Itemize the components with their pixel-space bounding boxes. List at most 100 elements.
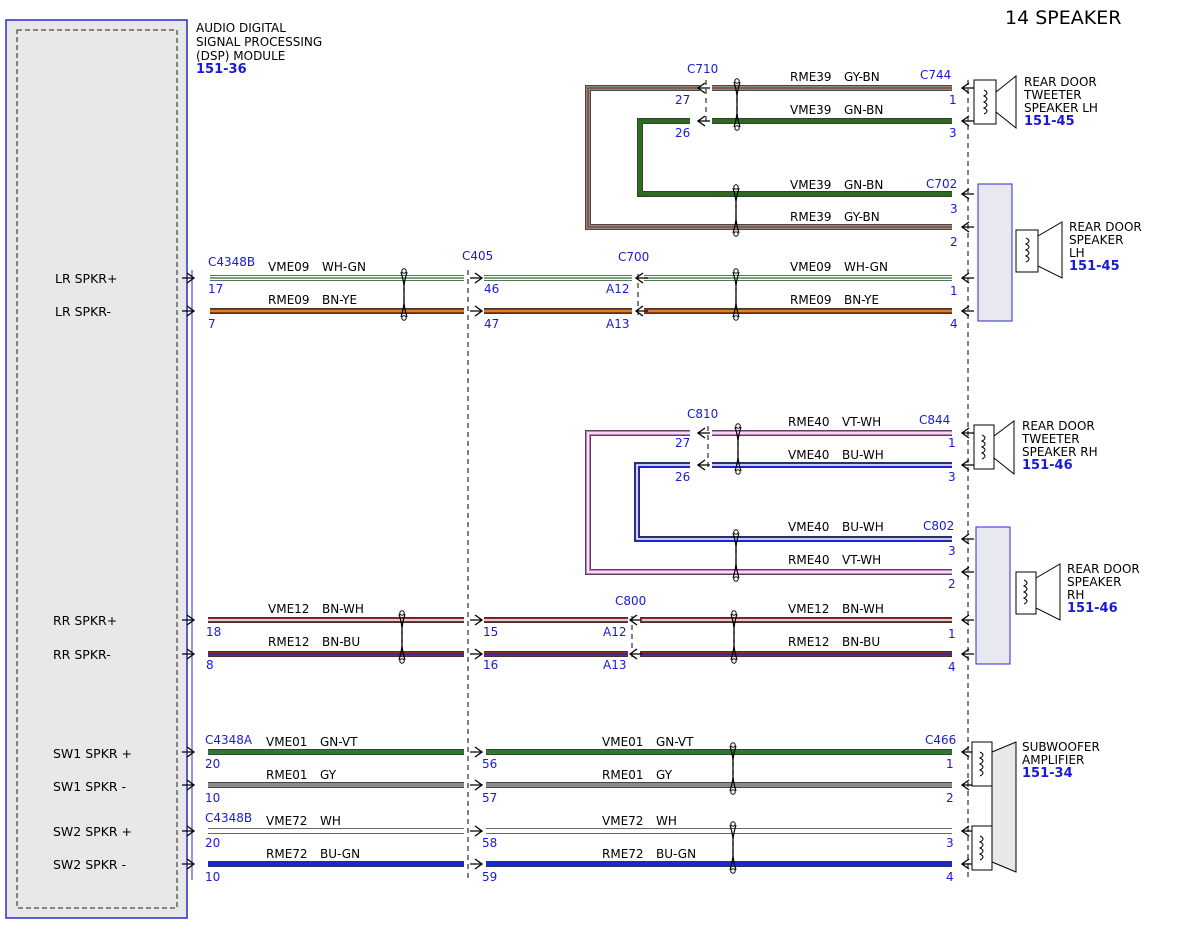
- twisted-pair-end: [733, 576, 739, 582]
- twisted-pair-symbol: [400, 271, 408, 318]
- signal-sw2-spkr-plus: SW2 SPKR +: [53, 824, 132, 839]
- wire-color: WH: [656, 814, 677, 828]
- pin-label: 7: [208, 317, 216, 331]
- connector-arrow: [470, 305, 484, 317]
- connector-c844: C844: [919, 413, 950, 427]
- twisted-pair-end: [730, 742, 736, 748]
- pin-label: 56: [482, 757, 497, 771]
- connector-arrow: [470, 746, 484, 758]
- wire-color: BN-YE: [322, 293, 357, 307]
- twisted-pair-end: [401, 268, 407, 274]
- wire-label: VME39: [790, 103, 831, 117]
- connector-arrow: [696, 427, 710, 439]
- tweeter-rh-name-2: TWEETER: [1021, 432, 1080, 446]
- wire-color: GN-BN: [844, 103, 883, 117]
- wire-label: RME12: [268, 635, 310, 649]
- connector-arrow: [960, 305, 974, 317]
- wire-color: GN-BN: [844, 178, 883, 192]
- wire-color: WH-GN: [844, 260, 888, 274]
- pin-label: 3: [946, 836, 954, 850]
- pin-label: 1: [948, 627, 956, 641]
- connector-arrow: [634, 272, 648, 284]
- connector-arrow: [182, 614, 196, 626]
- pin-label: A12: [606, 282, 629, 296]
- subwoofer-name-1: SUBWOOFER: [1022, 740, 1100, 754]
- connector-arrow: [960, 188, 974, 200]
- twisted-pair-end: [731, 658, 737, 664]
- connector-labels: C710 C744 C702 C4348B C405 C700 C810 C84…: [205, 62, 957, 825]
- connector-arrow: [182, 648, 196, 660]
- wire-label: RME40: [788, 415, 830, 429]
- rear-door-tweeter-rh: REAR DOOR TWEETER SPEAKER RH 151-46: [973, 419, 1098, 476]
- wire-color: GY: [320, 768, 337, 782]
- pin-label: A13: [606, 317, 629, 331]
- wire-rme39-gy-bn: [585, 85, 952, 230]
- connector-arrow: [960, 82, 974, 94]
- wire-label: VME01: [266, 735, 307, 749]
- wire-label: RME40: [788, 553, 830, 567]
- connector-arrow: [960, 221, 974, 233]
- connector-arrow: [960, 115, 974, 127]
- connector-dashed-lines: [467, 80, 969, 880]
- rear-door-tweeter-lh: REAR DOOR TWEETER SPEAKER LH 151-45: [973, 74, 1098, 130]
- signal-sw2-spkr-minus: SW2 SPKR -: [53, 857, 126, 872]
- connector-arrow: [470, 648, 484, 660]
- wire-color: GN-VT: [320, 735, 358, 749]
- connector-arrow: [470, 614, 484, 626]
- pin-label: 16: [483, 658, 498, 672]
- wire-color: GY: [656, 768, 673, 782]
- connector-arrow: [960, 533, 974, 545]
- pin-label: 17: [208, 282, 223, 296]
- tweeter-rh-ref: 151-46: [1022, 458, 1073, 473]
- wire-color: BN-YE: [844, 293, 879, 307]
- wire-color: BU-WH: [842, 520, 884, 534]
- pin-label: 3: [949, 126, 957, 140]
- pin-label: 4: [948, 660, 956, 674]
- connector-c4348a: C4348A: [205, 733, 253, 747]
- speaker-lh-ref: 151-45: [1069, 259, 1120, 274]
- pin-label: 47: [484, 317, 499, 331]
- wire-label: RME72: [266, 847, 308, 861]
- signal-sw1-spkr-minus: SW1 SPKR -: [53, 779, 126, 794]
- wire-color: BN-BU: [842, 635, 880, 649]
- twisted-pair-end: [735, 423, 741, 429]
- signal-rr-spkr-plus: RR SPKR+: [53, 613, 117, 628]
- connector-c802: C802: [923, 519, 954, 533]
- connector-c466: C466: [925, 733, 956, 747]
- pin-label: 18: [206, 625, 221, 639]
- wire-label: VME09: [790, 260, 831, 274]
- twisted-pair-end: [399, 610, 405, 616]
- connector-c4348b-lr: C4348B: [208, 255, 255, 269]
- wire-color: WH-GN: [322, 260, 366, 274]
- dsp-module-ref: 151-36: [196, 62, 247, 77]
- twisted-pair-symbol: [733, 81, 741, 128]
- connector-arrow: [182, 746, 196, 758]
- twisted-pair-end: [730, 821, 736, 827]
- connector-c710: C710: [687, 62, 718, 76]
- page-title: 14 SPEAKER: [1005, 7, 1121, 29]
- twisted-pair-end: [731, 610, 737, 616]
- wire-rme40-vt-wh: [585, 430, 952, 575]
- connector-arrow: [470, 779, 484, 791]
- wire-label: VME12: [268, 602, 309, 616]
- twisted-pair-symbol: [734, 426, 742, 472]
- twisted-pair-end: [733, 268, 739, 274]
- dsp-module-name-2: SIGNAL PROCESSING: [196, 35, 322, 49]
- wire-color: WH: [320, 814, 341, 828]
- pin-label: 27: [675, 436, 690, 450]
- twisted-pair-end: [733, 184, 739, 190]
- wire-label: VME40: [788, 448, 829, 462]
- wire-label: VME12: [788, 602, 829, 616]
- connector-arrow: [960, 614, 974, 626]
- connector-arrow: [960, 459, 974, 471]
- connector-arrow: [696, 459, 710, 471]
- pin-label: 3: [948, 544, 956, 558]
- speaker-rh-ref: 151-46: [1067, 601, 1118, 616]
- wire-label: RME09: [790, 293, 832, 307]
- connector-arrow: [470, 858, 484, 870]
- twisted-pair-end: [734, 125, 740, 131]
- wire-label: VME40: [788, 520, 829, 534]
- pin-label: 3: [948, 470, 956, 484]
- pin-label: 26: [675, 470, 690, 484]
